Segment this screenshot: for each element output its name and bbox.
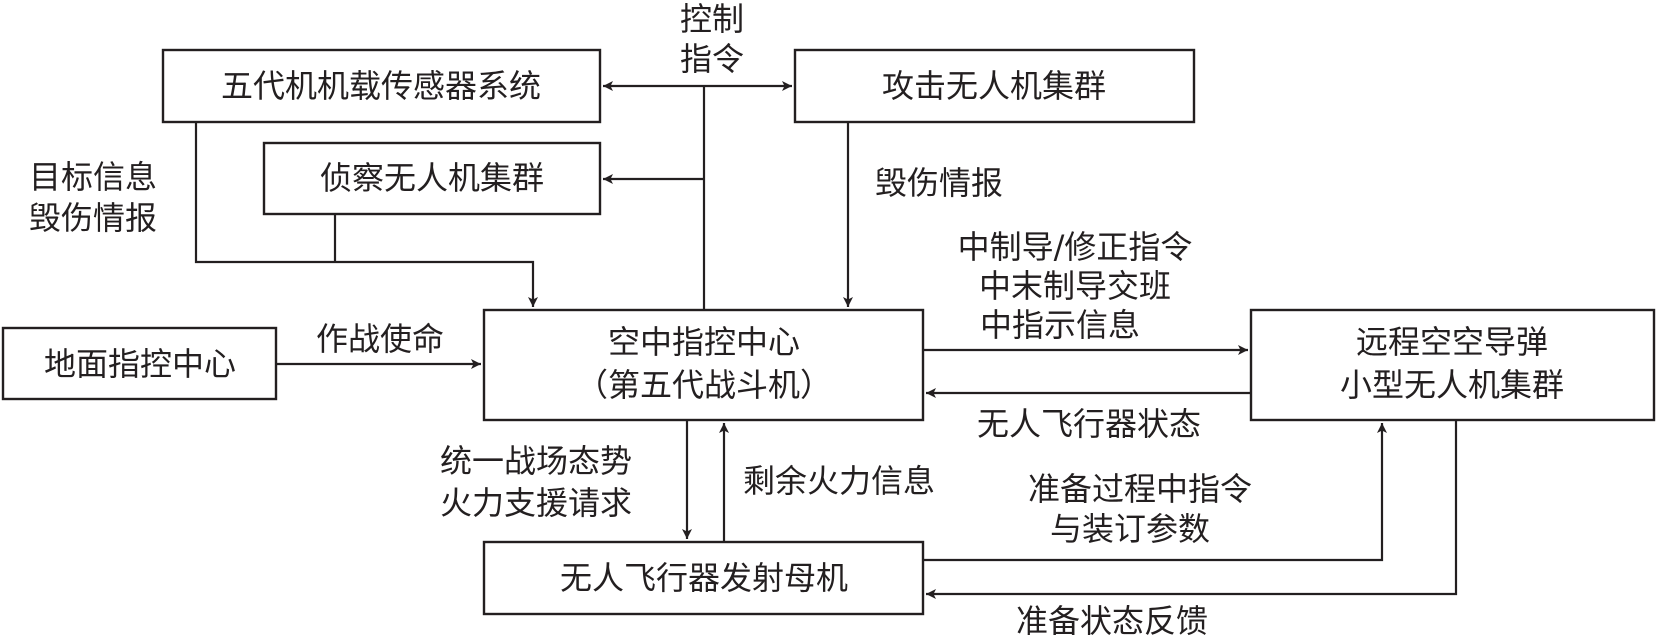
sensor-feedback-label-line1: 目标信息 [29,158,157,196]
missile-swarm-label-line1: 远程空空导弹 [1356,323,1548,361]
ground-center-label: 地面指控中心 [44,345,236,383]
control-label-line1: 控制 [680,0,744,38]
attack-damage-label: 毁伤情报 [875,164,1003,202]
recon-uav-label: 侦察无人机集群 [320,159,544,197]
control-label-line2: 指令 [680,40,744,78]
firepower-label: 剩余火力信息 [743,462,935,500]
attack-uav-box [793,48,1196,124]
prep-feedback-arrow [926,420,1458,599]
missile-swarm-label-line2: 小型无人机集群 [1340,366,1564,404]
guidance-label-line2: 中末制导交班 [979,267,1171,305]
air-center-box [482,308,925,422]
uav-status-label: 无人飞行器状态 [977,405,1201,443]
situation-label-line1: 统一战场态势 [440,442,632,480]
launcher-box [482,540,925,616]
air-center-label-line2: （第五代战斗机） [576,366,832,404]
attack-uav-label: 攻击无人机集群 [882,67,1106,105]
launcher-label: 无人飞行器发射母机 [560,559,848,597]
prep-label-line1: 准备过程中指令 [1028,470,1252,508]
recon-uav-box [262,141,602,216]
missile-swarm-box [1249,308,1656,422]
prep-command-arrow [923,423,1387,562]
prep-feedback-label: 准备状态反馈 [1016,602,1208,640]
sensor-system-box [161,48,602,124]
sensor-system-label: 五代机机载传感器系统 [221,67,541,105]
guidance-label-line1: 中制导/修正指令 [958,228,1193,266]
sensor-feedback-label-line2: 毁伤情报 [29,199,157,237]
situation-label-line2: 火力支援请求 [440,484,632,522]
mission-label: 作战使命 [316,320,444,358]
guidance-label-line3: 中指示信息 [980,306,1140,344]
sensor-feedback-line [194,122,538,307]
air-center-label-line1: 空中指控中心 [608,323,800,361]
prep-label-line2: 与装订参数 [1050,510,1210,548]
